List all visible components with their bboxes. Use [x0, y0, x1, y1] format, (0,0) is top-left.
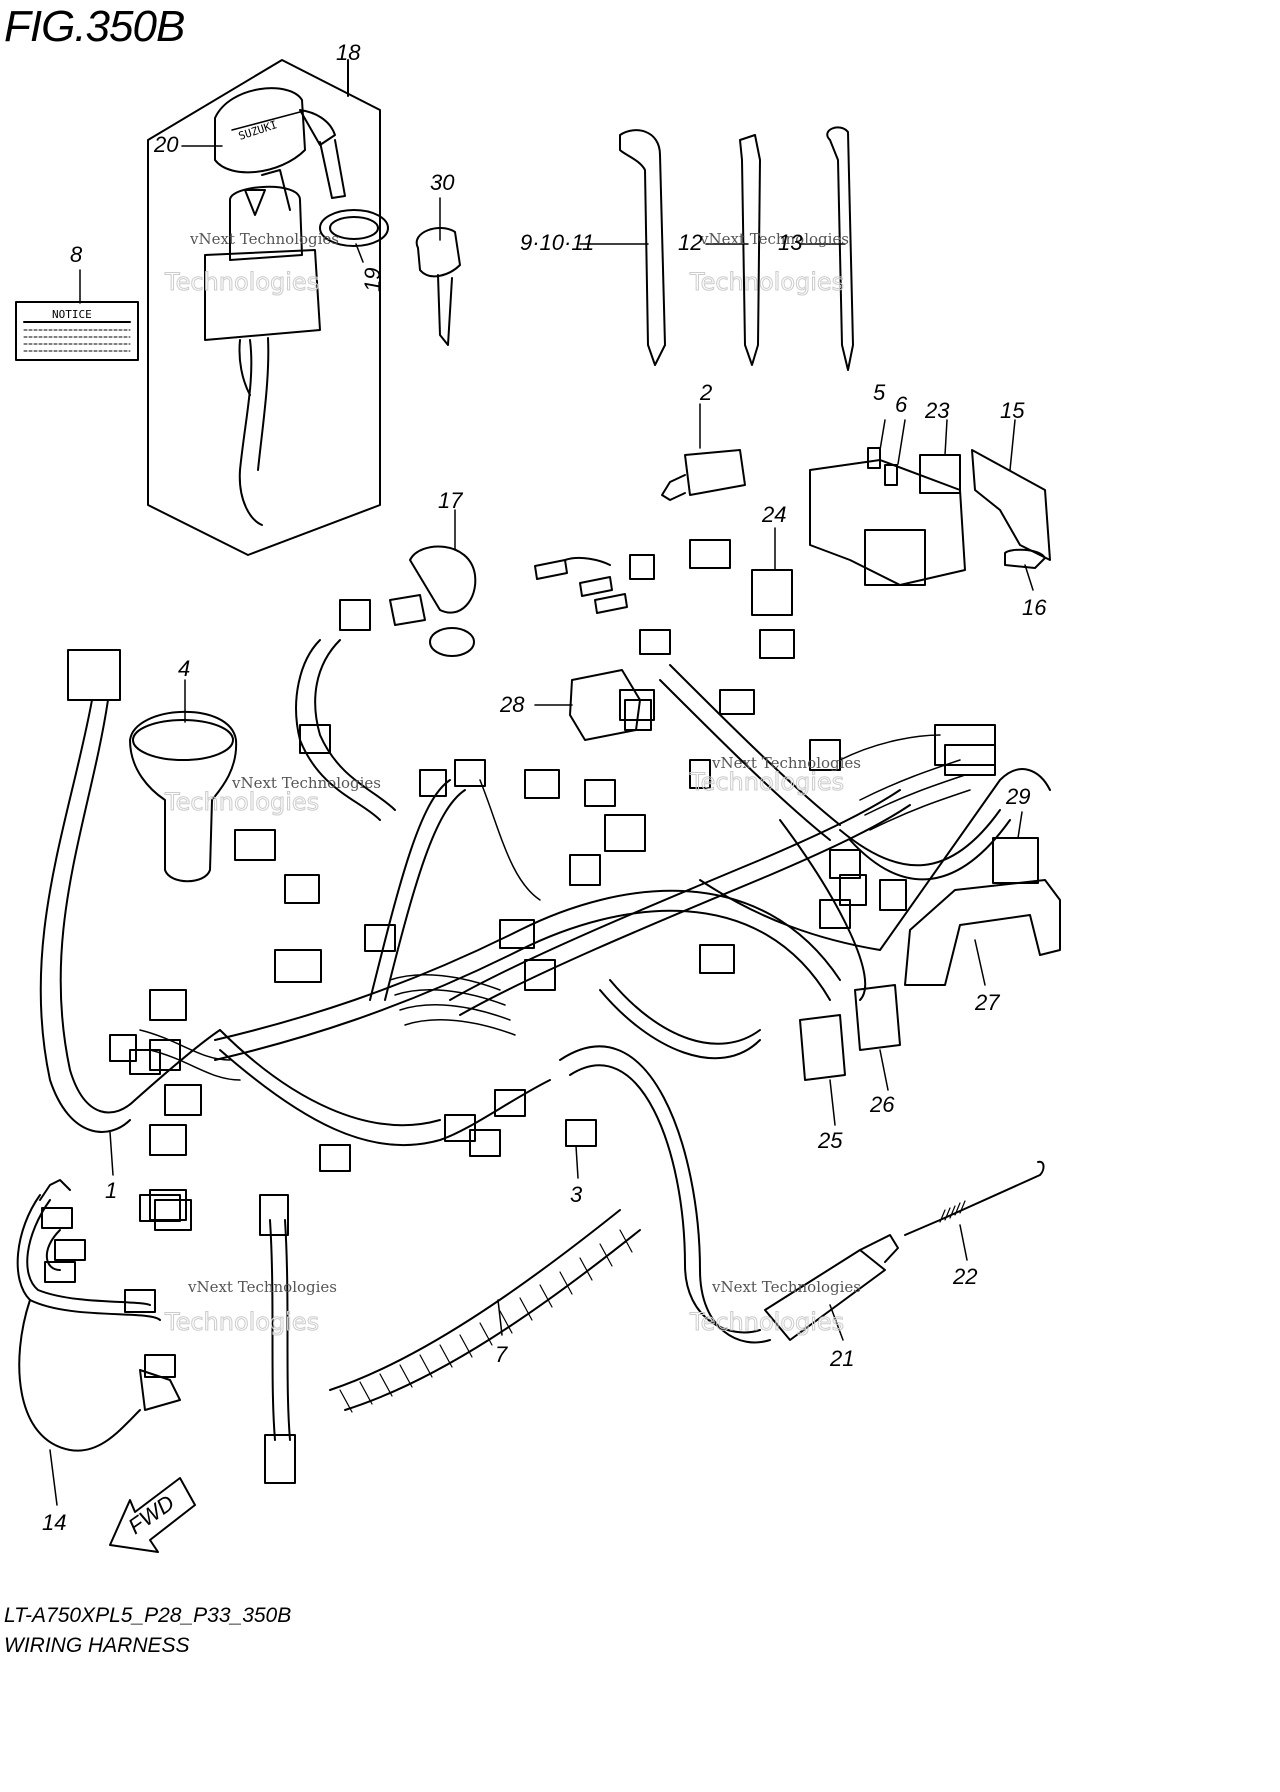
callout-21: 21 [829, 1346, 854, 1371]
key-part [415, 227, 461, 278]
figure-name-caption: WIRING HARNESS [4, 1634, 190, 1657]
ignition-switch-group-outline [147, 59, 381, 556]
callout-9-10-11: 9·10·11 [520, 230, 594, 255]
connector-part-3 [565, 1119, 597, 1147]
callout-19: 19 [360, 268, 385, 292]
callout-3: 3 [570, 1182, 583, 1207]
coupler-part-25 [799, 1014, 846, 1081]
callout-labels: 18 20 19 8 30 9·10·11 12 13 2 5 6 23 15 … [42, 40, 1047, 1535]
callout-8: 8 [70, 242, 83, 267]
callout-13: 13 [778, 230, 803, 255]
callout-28: 28 [499, 692, 525, 717]
watermark-text-large: Technologies [689, 768, 844, 796]
fwd-label: FWD [124, 1490, 179, 1539]
cap-part [684, 449, 746, 496]
ignition-cover-part [214, 87, 306, 174]
callout-27: 27 [974, 990, 1000, 1015]
cable-tie-part-2 [739, 134, 761, 366]
callout-5: 5 [873, 380, 886, 405]
cable-tie-part-1 [619, 129, 666, 366]
callout-1: 1 [105, 1178, 117, 1203]
watermark-text: vNext Technologies [187, 1278, 337, 1296]
watermark-text-large: Technologies [164, 1308, 319, 1336]
watermark-text: vNext Technologies [711, 754, 861, 772]
watermark-text-large: Technologies [164, 788, 319, 816]
callout-26: 26 [869, 1092, 895, 1117]
coupler-part-26 [854, 984, 901, 1051]
watermark-text-large: Technologies [164, 268, 319, 296]
callout-16: 16 [1022, 595, 1047, 620]
callout-4: 4 [178, 656, 190, 681]
watermark-text: vNext Technologies [699, 230, 849, 248]
bracket-part-27 [904, 879, 1061, 986]
key-brand-text: SUZUKI [237, 118, 279, 143]
callout-22: 22 [952, 1264, 977, 1289]
notice-label-text: NOTICE [52, 308, 92, 321]
notice-label-part [15, 301, 139, 361]
coupler-part-24 [751, 569, 793, 616]
watermark-text: vNext Technologies [711, 1278, 861, 1296]
sub-harness [16, 1194, 161, 1321]
convoluted-tube-part [329, 1209, 621, 1391]
fuse-box-part [809, 459, 966, 586]
callout-17: 17 [438, 488, 463, 513]
cable-tie-part-3 [826, 126, 854, 371]
callout-6: 6 [895, 392, 908, 417]
grommet-part [409, 545, 477, 614]
callout-23: 23 [924, 398, 950, 423]
spring-part [904, 1160, 1045, 1236]
ring-nut-part [319, 209, 389, 247]
model-code-caption: LT-A750XPL5_P28_P33_350B [4, 1604, 292, 1627]
watermark-text: vNext Technologies [189, 230, 339, 248]
callout-15: 15 [1000, 398, 1025, 423]
harness-connectors [109, 539, 996, 1484]
callout-24: 24 [761, 502, 786, 527]
fwd-arrow [109, 1477, 196, 1553]
watermark-group: vNext Technologies Technologies vNext Te… [164, 230, 862, 1337]
brake-switch-part [764, 1249, 886, 1341]
main-harness [39, 699, 131, 1133]
callout-12: 12 [678, 230, 702, 255]
rubber-boot-part [129, 710, 238, 883]
ignition-switch-part [204, 249, 321, 341]
callout-7: 7 [495, 1342, 508, 1367]
callout-25: 25 [817, 1128, 843, 1153]
bracket-part [971, 449, 1051, 561]
callout-30: 30 [430, 170, 455, 195]
figure-title: FIG.350B [4, 2, 185, 51]
coupler-part-29 [992, 837, 1039, 884]
callout-18: 18 [336, 40, 361, 65]
watermark-text-large: Technologies [689, 268, 844, 296]
callout-2: 2 [699, 380, 712, 405]
callout-20: 20 [153, 132, 179, 157]
callout-29: 29 [1005, 784, 1030, 809]
watermark-text-large: Technologies [689, 1308, 844, 1336]
watermark-text: vNext Technologies [231, 774, 381, 792]
callout-14: 14 [42, 1510, 66, 1535]
